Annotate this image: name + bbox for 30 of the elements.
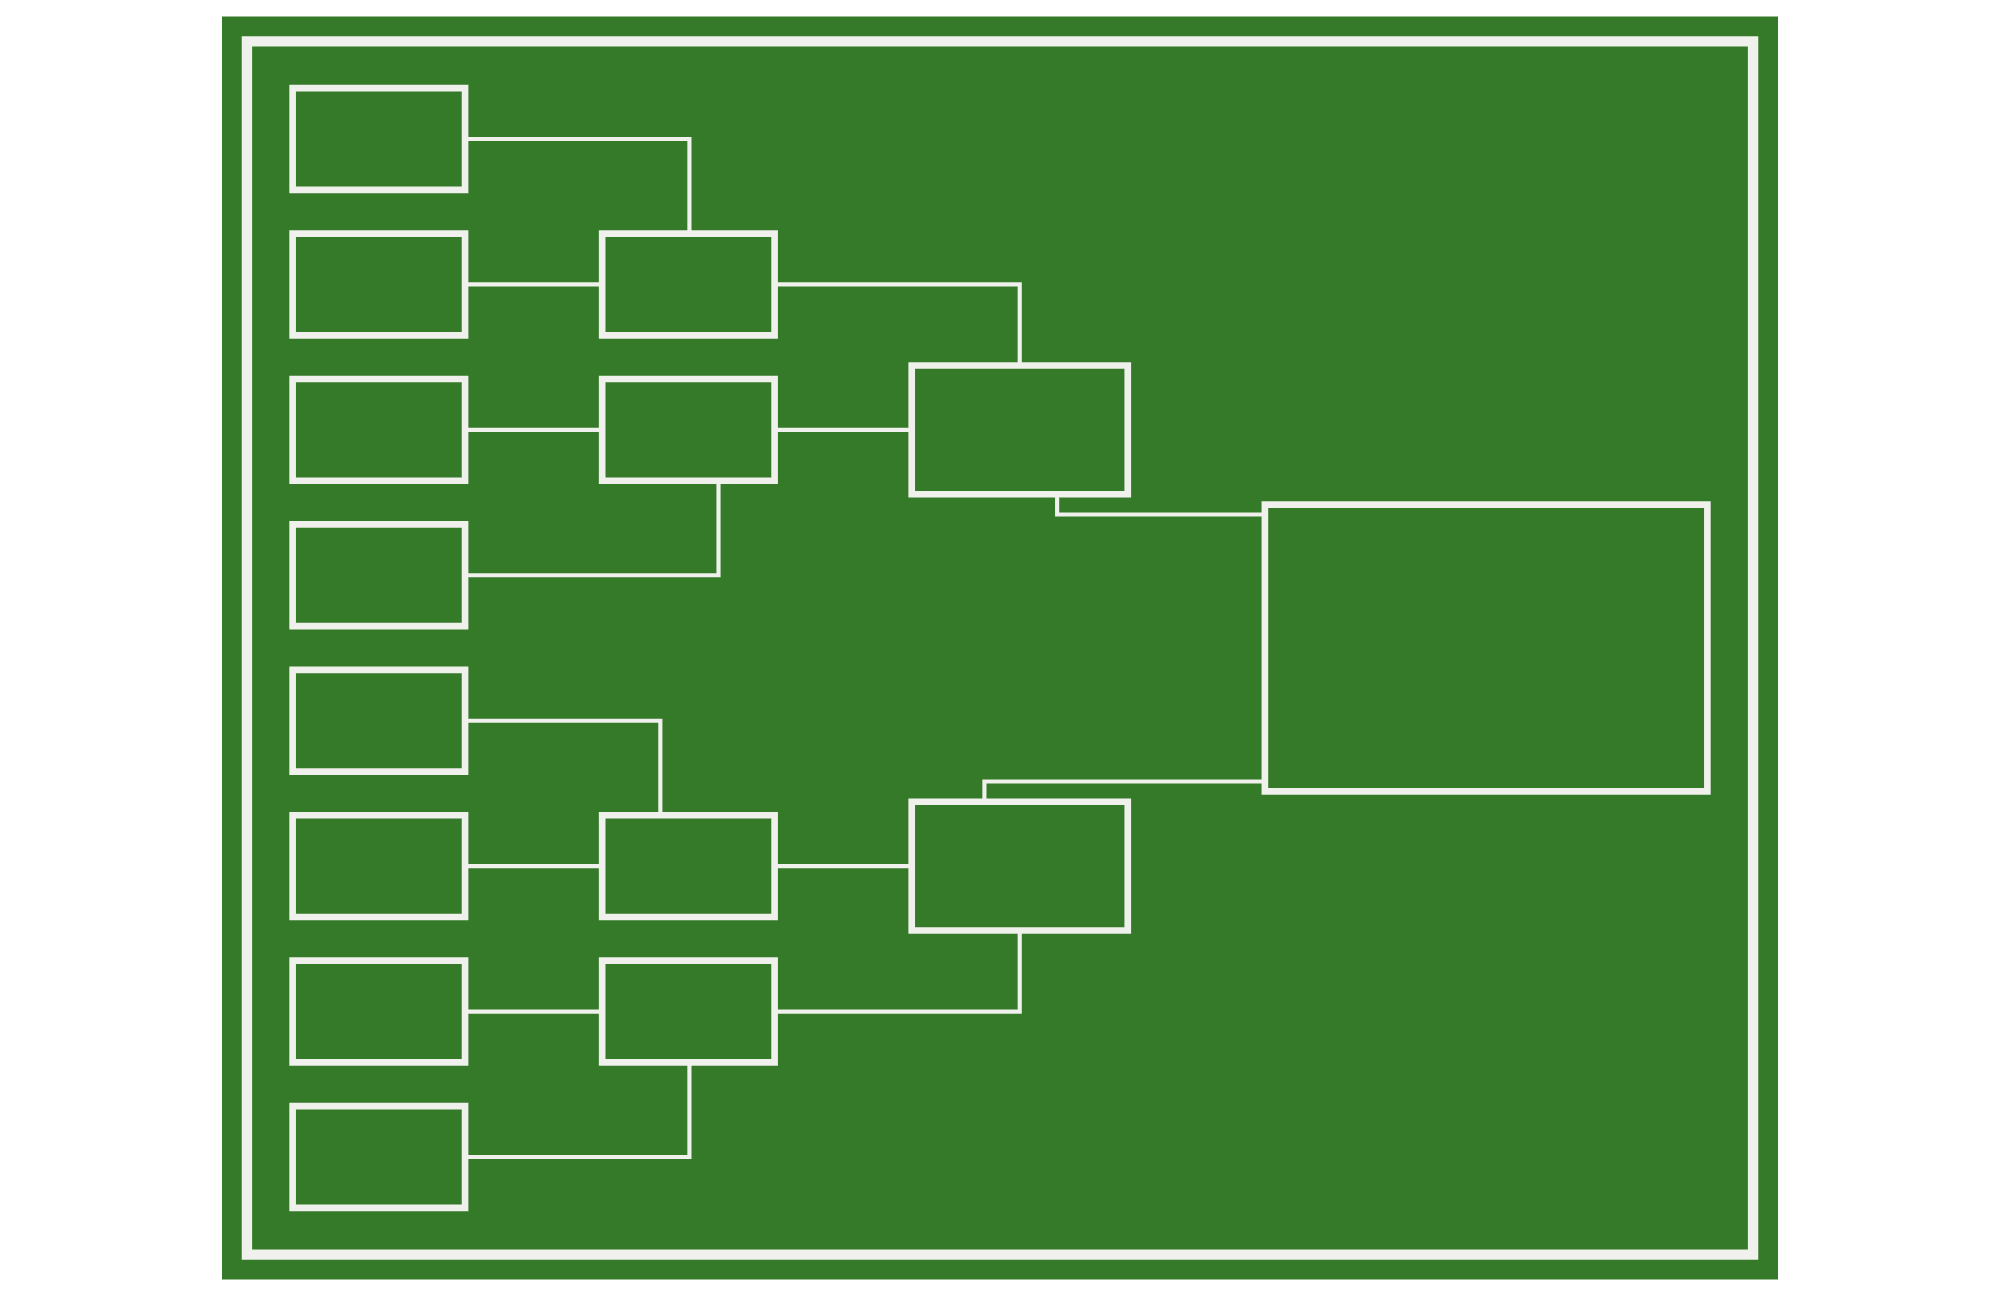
connector: [775, 931, 1022, 1014]
node-box: [289, 375, 469, 485]
connector: [775, 864, 912, 869]
node-box: [289, 811, 469, 921]
node-box: [289, 957, 469, 1066]
node-box: [1261, 501, 1711, 795]
connector: [775, 427, 912, 432]
node-box: [289, 1102, 469, 1212]
node-box: [598, 230, 778, 339]
connector: [465, 718, 663, 815]
cluster: [241, 36, 1759, 1260]
connector: [465, 282, 603, 287]
connector: [465, 427, 603, 432]
node-box: [598, 957, 778, 1066]
node-box: [289, 230, 469, 339]
connector: [982, 779, 1265, 802]
connector: [1055, 494, 1265, 517]
node-box: [289, 84, 469, 194]
node-box: [908, 798, 1132, 934]
connector: [775, 282, 1022, 365]
node-box: [598, 811, 778, 921]
connector: [465, 864, 603, 869]
connector: [465, 481, 721, 578]
connector: [465, 1009, 603, 1014]
node-box: [289, 521, 469, 630]
connector: [465, 136, 692, 233]
connector: [465, 1063, 692, 1160]
node-box: [289, 666, 469, 775]
node-box: [908, 362, 1132, 498]
node-box: [598, 375, 778, 485]
